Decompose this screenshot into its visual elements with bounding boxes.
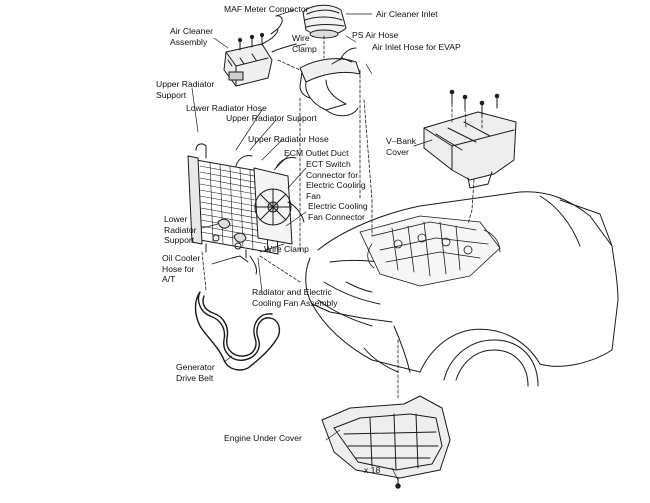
label-engine-under-cover: Engine Under Cover [224, 433, 302, 443]
engine-under-cover-part [321, 395, 451, 489]
generator-drive-belt-part [194, 291, 281, 371]
label-air-cleaner-inlet: Air Cleaner Inlet [376, 9, 438, 19]
label-upper-radiator-support-mid: Upper Radiator Support [226, 113, 317, 123]
label-wire-clamp-bottom: Wire Clamp [264, 244, 309, 254]
label-ecm-outlet-duct: ECM Outlet Duct [284, 148, 349, 158]
label-lower-radiator-hose: Lower Radiator Hose [186, 103, 267, 113]
label-v-bank-cover: V–Bank Cover [386, 136, 417, 157]
radiator-part [187, 143, 279, 259]
label-oil-cooler-hose: Oil Cooler Hose for A/T [162, 253, 201, 284]
engine-block-detail [359, 215, 501, 287]
label-ect-switch-connector: ECT Switch Connector for Electric Coolin… [306, 159, 366, 201]
label-ps-air-hose: PS Air Hose [352, 30, 399, 40]
leader-lines [191, 9, 433, 481]
label-air-cleaner-assembly: Air Cleaner Assembly [170, 26, 213, 47]
maf-connector-wire [270, 15, 283, 35]
air-cleaner-assembly-part [223, 29, 279, 87]
label-maf-meter-connector: MAF Meter Connector [224, 4, 309, 14]
air-inlet-duct-part [299, 47, 361, 117]
label-upper-radiator-hose: Upper Radiator Hose [248, 134, 329, 144]
label-upper-radiator-support-left: Upper Radiator Support [156, 79, 215, 100]
label-air-inlet-hose-evap: Air Inlet Hose for EVAP [372, 42, 461, 52]
label-generator-drive-belt: Generator Drive Belt [176, 362, 215, 383]
label-lower-radiator-support: Lower Radiator Support [164, 214, 197, 245]
label-radiator-fan-assembly: Radiator and Electric Cooling Fan Assemb… [252, 287, 338, 308]
cooling-fan-part [253, 157, 305, 245]
label-bolt-count: x 18 [364, 465, 381, 475]
v-bank-cover-part [423, 89, 517, 189]
label-wire-clamp-top: Wire Clamp [292, 33, 317, 54]
air-cleaner-inlet-part [302, 4, 347, 39]
label-electric-cooling-fan-connector: Electric Cooling Fan Connector [308, 201, 368, 222]
